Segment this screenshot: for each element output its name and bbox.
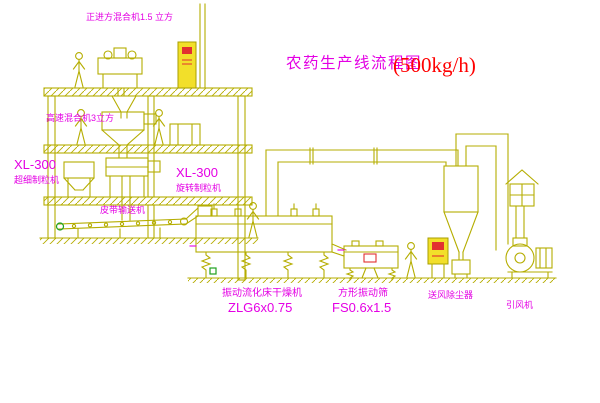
label-left-machine: 超细制粒机 — [14, 174, 59, 185]
top-mixer-machine — [97, 47, 143, 97]
label-dust-collector: 送风除尘器 — [428, 289, 473, 300]
ground-base — [187, 277, 557, 283]
label-high-speed-mixer: 高速混合机3立方 — [46, 112, 114, 123]
label-belt-conveyor: 皮带输送机 — [100, 204, 145, 215]
label-top-mixer: 正进方混合机1.5 立方 — [86, 11, 173, 22]
label-center-model: XL-300 — [176, 165, 218, 180]
person-figure — [246, 202, 260, 238]
rotary-granulator-machine — [103, 157, 161, 221]
fine-granulator-machine — [63, 161, 95, 198]
label-screen: 方形振动筛 — [338, 286, 388, 299]
cyclone-separator — [443, 133, 509, 279]
high-speed-mixer-machine — [101, 111, 157, 159]
person-figure — [152, 109, 166, 145]
label-center-machine: 旋转制粒机 — [176, 182, 221, 193]
control-cabinet-lower — [427, 237, 449, 279]
diagram-title: 农药生产线流程图 — [286, 54, 422, 72]
fluid-bed-dryer-machine — [189, 203, 347, 279]
belt-conveyor-machine — [55, 207, 199, 239]
label-screen-model: FS0.6x1.5 — [332, 300, 391, 315]
diagram-title-capacity: (500kg/h) — [393, 53, 476, 77]
person-figure — [404, 242, 418, 278]
label-dryer-model: ZLG6x0.75 — [228, 300, 292, 315]
person-figure — [72, 52, 86, 88]
control-cabinet-upper — [177, 41, 197, 89]
building-structure — [39, 3, 259, 281]
hopper-machine — [169, 123, 201, 146]
exhaust-duct-work — [265, 147, 459, 217]
label-fan: 引风机 — [506, 299, 533, 310]
label-left-model: XL-300 — [14, 157, 56, 172]
induced-draft-fan — [505, 237, 553, 279]
exhaust-stack — [505, 169, 539, 239]
label-dryer: 振动流化床干燥机 — [222, 286, 302, 299]
y-chute — [111, 95, 137, 119]
vibrating-screen-machine — [337, 240, 399, 281]
